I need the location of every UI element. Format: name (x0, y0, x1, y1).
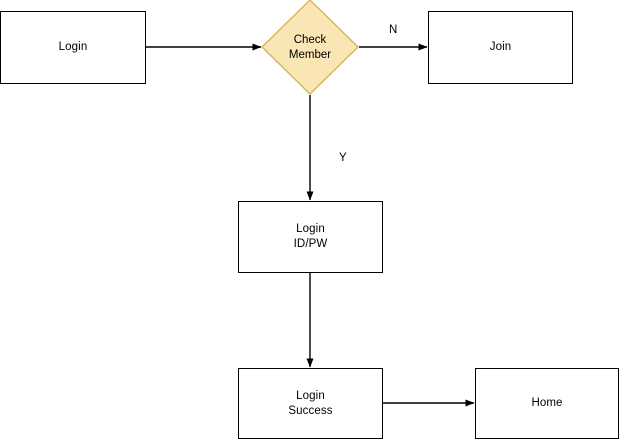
node-check-member[interactable]: Check Member (262, 0, 358, 95)
node-join[interactable]: Join (428, 11, 573, 84)
check-member-diamond-shape[interactable] (260, 0, 360, 95)
node-home[interactable]: Home (475, 368, 619, 439)
node-login-idpw-label: Login ID/PW (293, 223, 328, 250)
node-home-label: Home (531, 397, 563, 409)
node-login-idpw[interactable]: Login ID/PW (238, 201, 383, 273)
node-login-success[interactable]: Login Success (238, 368, 383, 439)
node-join-label: Join (489, 41, 512, 53)
node-login-label: Login (58, 41, 88, 53)
edge-label-yes: Y (339, 152, 347, 164)
edge-label-no: N (389, 24, 398, 36)
node-check-member-label: Check Member (288, 33, 332, 61)
node-login[interactable]: Login (0, 11, 146, 84)
node-login-success-label: Login Success (288, 389, 333, 417)
